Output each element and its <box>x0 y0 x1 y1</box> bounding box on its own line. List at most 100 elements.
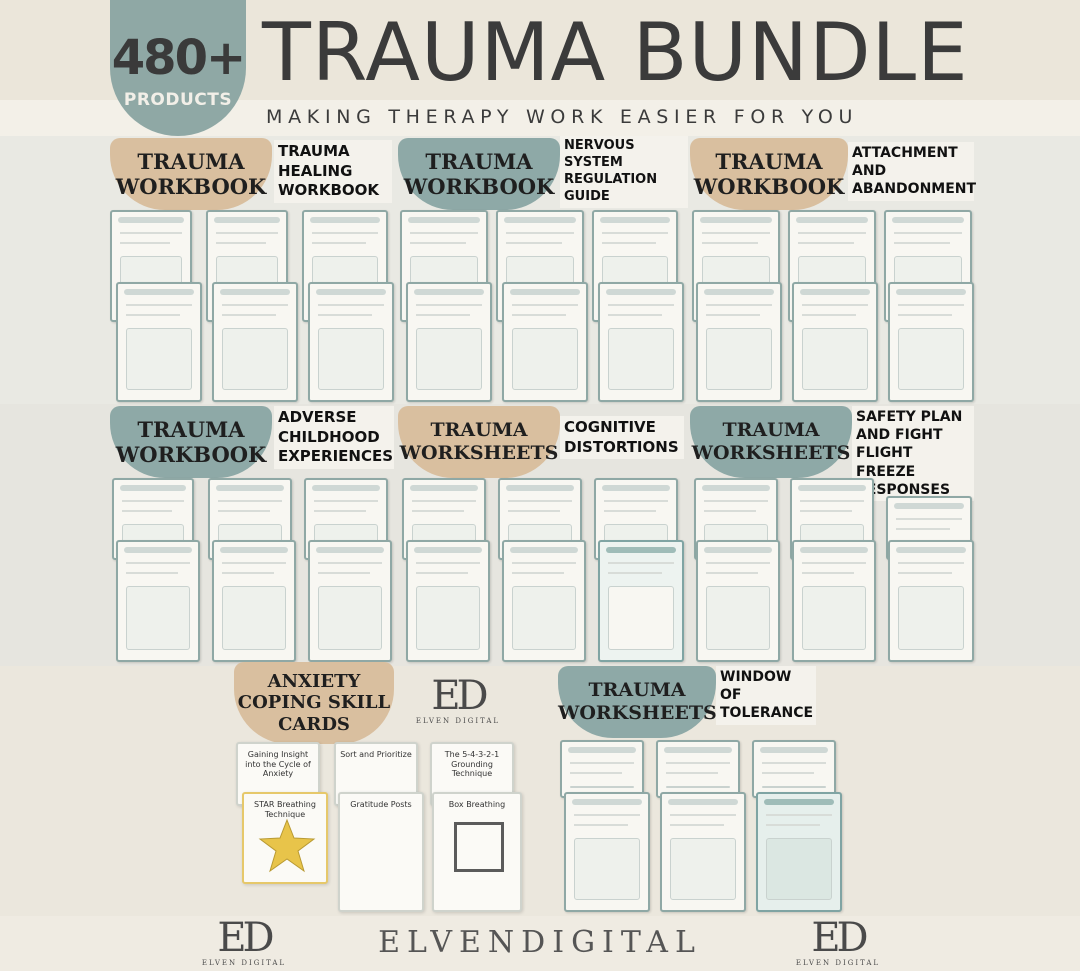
desc-line: REGULATION <box>564 171 658 187</box>
section-label-line1: ANXIETY <box>267 670 361 692</box>
desc-line: FLIGHT FREEZE <box>856 445 916 480</box>
worksheet-page <box>888 282 974 402</box>
section-description: ADVERSE CHILDHOOD EXPERIENCES <box>274 406 394 469</box>
brand-logo-right: ED ELVEN DIGITAL <box>790 918 886 967</box>
worksheet-page <box>212 282 298 402</box>
section-label-trauma-healing: TRAUMA WORKBOOK <box>110 138 272 210</box>
page-title: TRAUMA BUNDLE <box>262 6 969 99</box>
brand-monogram-sub: ELVEN DIGITAL <box>415 717 501 725</box>
section-label-adverse-childhood: TRAUMA WORKBOOK <box>110 406 272 478</box>
worksheet-page <box>502 282 588 402</box>
section-label-line1: TRAUMA <box>137 416 245 442</box>
worksheet-page <box>212 540 296 662</box>
section-label-line2: WORKSHEETS <box>558 702 717 724</box>
brand-monogram-sub: ELVEN DIGITAL <box>201 959 287 967</box>
worksheet-page <box>406 540 490 662</box>
desc-line: AND <box>852 163 887 180</box>
section-label-line1: TRAUMA <box>137 148 245 174</box>
section-label-line1: TRAUMA <box>722 419 820 442</box>
section-label-cognitive-distortions: TRAUMA WORKSHEETS <box>398 406 560 478</box>
desc-line: DISTORTIONS <box>564 437 679 456</box>
products-badge: 480+ PRODUCTS <box>110 0 246 136</box>
worksheet-page <box>696 282 782 402</box>
worksheet-page <box>308 282 394 402</box>
desc-line: TRAUMA <box>278 142 350 160</box>
worksheet-page <box>752 740 836 798</box>
section-label-line2: WORKSHEETS <box>691 442 851 464</box>
section-label-line1: TRAUMA <box>425 148 533 174</box>
coping-card: STAR Breathing Technique <box>242 792 328 884</box>
worksheet-page <box>888 540 974 662</box>
desc-line: WINDOW <box>720 669 792 685</box>
section-description: COGNITIVE DISTORTIONS <box>560 416 684 459</box>
desc-line: SAFETY PLAN <box>856 409 963 425</box>
desc-line: EXPERIENCES <box>278 447 394 465</box>
section-label-line2: WORKBOOK <box>403 174 555 199</box>
section-label-line2: WORKBOOK <box>693 174 845 199</box>
desc-line: GUIDE <box>564 188 610 204</box>
worksheet-page <box>560 740 644 798</box>
card-title: Sort and Prioritize <box>340 750 412 759</box>
section-label-attachment: TRAUMA WORKBOOK <box>690 138 848 210</box>
section-label-line3: CARDS <box>278 713 350 735</box>
desc-line: CHILDHOOD <box>278 427 380 446</box>
section-description: WINDOW OF TOLERANCE <box>716 666 816 725</box>
section-label-line1: TRAUMA <box>715 148 823 174</box>
section-description: TRAUMA HEALING WORKBOOK <box>274 140 392 203</box>
section-label-nervous-system: TRAUMA WORKBOOK <box>398 138 560 210</box>
worksheet-page <box>792 540 876 662</box>
card-title: Gratitude Posts <box>350 800 412 809</box>
worksheet-page <box>598 282 684 402</box>
desc-line: TOLERANCE <box>720 705 814 722</box>
worksheet-page <box>406 282 492 402</box>
section-label-line2: COPING SKILL <box>237 692 391 714</box>
desc-line: WORKBOOK <box>278 181 380 199</box>
badge-label: PRODUCTS <box>123 90 233 110</box>
worksheet-page <box>792 282 878 402</box>
brand-monogram: ED <box>431 673 488 719</box>
worksheet-page <box>696 540 780 662</box>
desc-line: ATTACHMENT <box>852 145 958 161</box>
footer-band <box>0 916 1080 971</box>
brand-logo-left: ED ELVEN DIGITAL <box>196 918 292 967</box>
cognitive-distortion-page <box>598 540 684 662</box>
coping-card: Box Breathing <box>432 792 522 912</box>
section-label-line1: TRAUMA <box>588 679 686 702</box>
brand-name: ELVENDIGITAL <box>378 925 702 960</box>
desc-line: ABANDONMENT <box>852 181 977 198</box>
desc-line: AND FIGHT <box>856 427 943 444</box>
worksheet-page <box>116 282 202 402</box>
card-title: Box Breathing <box>448 800 506 809</box>
card-title: STAR Breathing Technique <box>254 800 316 819</box>
card-title: The 5-4-3-2-1 Grounding Technique <box>444 750 500 779</box>
star-icon <box>258 818 316 873</box>
desc-line: NERVOUS <box>564 138 635 153</box>
section-label-anxiety-cards: ANXIETY COPING SKILL CARDS <box>234 662 394 744</box>
window-of-tolerance-page <box>756 792 842 912</box>
brand-monogram-sub: ELVEN DIGITAL <box>795 959 881 967</box>
card-title: Gaining Insight into the Cycle of Anxiet… <box>245 750 311 779</box>
badge-number: 480+ <box>111 30 246 86</box>
brand-monogram: ED <box>217 915 274 961</box>
box-breathing-square <box>454 822 504 872</box>
brand-monogram: ED <box>811 915 868 961</box>
section-label-line2: WORKBOOK <box>115 442 267 467</box>
section-label-safety-plan: TRAUMA WORKSHEETS <box>690 406 852 478</box>
desc-line: SYSTEM <box>564 154 623 170</box>
worksheet-page <box>502 540 586 662</box>
section-label-window-tolerance: TRAUMA WORKSHEETS <box>558 666 717 738</box>
coping-card: Gratitude Posts <box>338 792 424 912</box>
section-description: ATTACHMENT AND ABANDONMENT <box>848 142 977 201</box>
desc-line: OF <box>720 687 742 704</box>
row3-band <box>0 666 1080 916</box>
brand-logo-center: ED ELVEN DIGITAL <box>410 676 506 725</box>
worksheet-page <box>656 740 740 798</box>
worksheet-page <box>116 540 200 662</box>
worksheet-page <box>308 540 392 662</box>
desc-line: ADVERSE <box>278 408 357 426</box>
section-label-line1: TRAUMA <box>430 419 528 442</box>
desc-line: HEALING <box>278 161 353 180</box>
section-label-line2: WORKBOOK <box>115 174 267 199</box>
worksheet-page <box>660 792 746 912</box>
section-label-line2: WORKSHEETS <box>399 442 559 464</box>
